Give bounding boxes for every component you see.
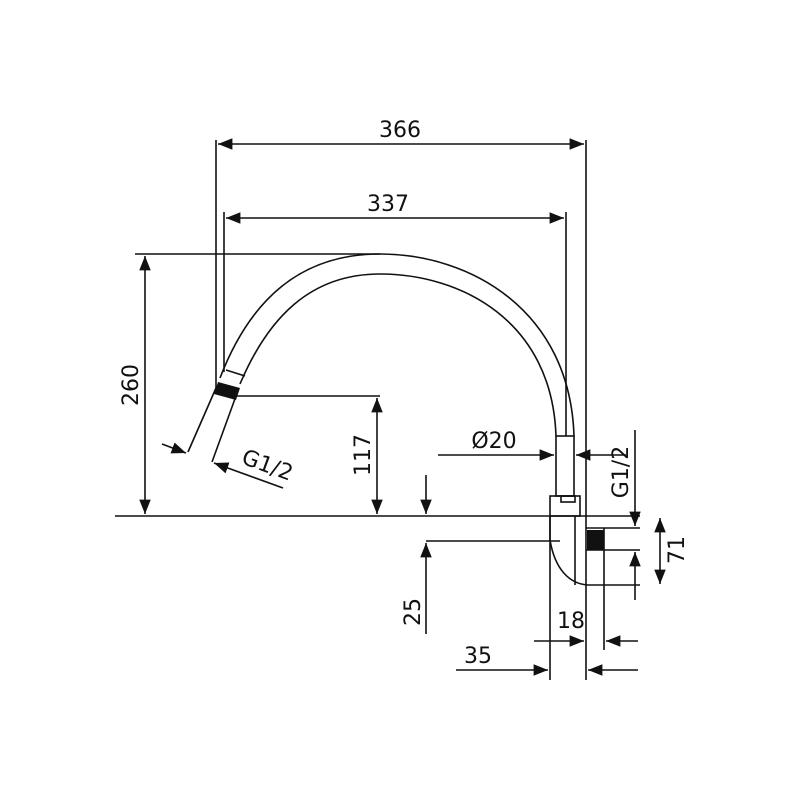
nut-detail xyxy=(560,495,576,503)
label-71: 71 xyxy=(665,536,690,564)
outlet-ring xyxy=(225,369,246,377)
arm-inner-curve xyxy=(239,273,557,437)
dim-line-g12-outlet-right xyxy=(213,462,284,489)
arm-outer-curve xyxy=(219,253,575,437)
label-366: 366 xyxy=(379,118,421,143)
label-dia20: Ø20 xyxy=(471,429,516,454)
label-337: 337 xyxy=(367,192,409,217)
label-25: 25 xyxy=(401,598,426,626)
inlet-thread-block xyxy=(587,530,604,550)
outlet-side-right xyxy=(211,395,237,463)
outlet-thread-block xyxy=(214,382,240,400)
label-inlet-thread: G1/2 xyxy=(609,446,634,498)
label-260: 260 xyxy=(119,364,144,406)
label-18: 18 xyxy=(557,609,585,634)
label-35: 35 xyxy=(464,644,492,669)
label-outlet-thread: G1/2 xyxy=(238,445,296,486)
label-117: 117 xyxy=(351,434,376,476)
right-pipe-fitting xyxy=(555,435,575,497)
outlet-side-left xyxy=(187,387,217,453)
dim-line-g12-outlet-left xyxy=(161,442,187,454)
